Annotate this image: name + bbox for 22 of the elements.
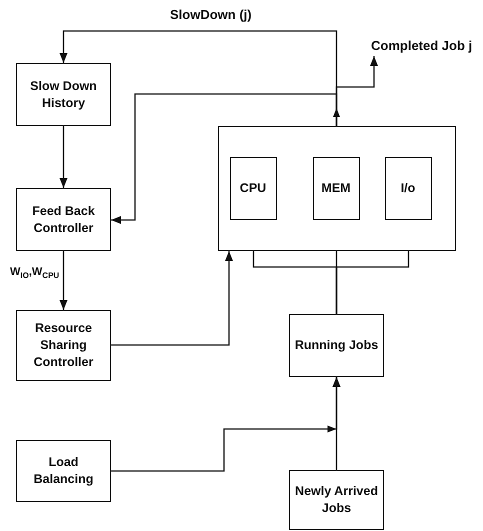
process-box <box>16 63 111 126</box>
box-label: CPU <box>240 180 266 196</box>
box-label: Load Balancing <box>32 454 94 488</box>
process-box <box>16 440 111 502</box>
process-box <box>16 188 111 251</box>
process-box <box>16 310 111 381</box>
box-label: MEM <box>321 180 351 196</box>
output-label: Completed Job j <box>371 37 472 55</box>
edge-label: W$_{IO}$,W$_{CPU}$ <box>10 266 60 278</box>
process-box <box>289 314 384 377</box>
box-label: Resource Sharing Controller <box>32 320 94 371</box>
box-label: Slow Down History <box>29 78 98 112</box>
box-label: I/o <box>400 180 416 196</box>
process-box <box>289 470 384 530</box>
box-label: Feed Back Controller <box>31 202 96 236</box>
box-label: Newly Arrived Jobs <box>294 483 379 517</box>
container-box <box>218 126 456 251</box>
edge-label: SlowDown (j) <box>170 7 252 22</box>
process-box <box>312 156 360 220</box>
process-box <box>384 156 432 220</box>
box-label: Running Jobs <box>294 337 378 354</box>
process-box <box>230 156 276 220</box>
